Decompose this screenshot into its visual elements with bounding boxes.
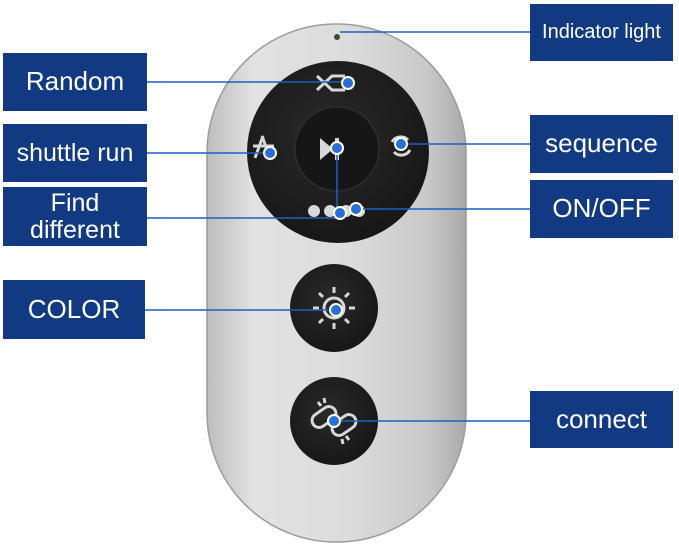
sequence-icon [390, 135, 412, 157]
label-color-text: COLOR [27, 293, 121, 324]
label-connect: connect [530, 391, 673, 448]
label-find-different-line1: Find [50, 189, 100, 218]
label-random: Random [3, 53, 147, 111]
label-shuttle-run-text: shuttle run [16, 138, 134, 167]
label-sequence-text: sequence [545, 128, 658, 159]
label-on-off: ON/OFF [530, 180, 673, 238]
label-indicator-light-text: Indicator light [542, 21, 661, 43]
callout-lines [145, 31, 530, 422]
label-sequence: sequence [530, 115, 673, 173]
label-indicator-light: Indicator light [530, 4, 673, 61]
label-shuttle-run: shuttle run [3, 124, 147, 182]
indicator-light [334, 34, 340, 40]
label-on-off-text: ON/OFF [552, 193, 651, 224]
label-connect-text: connect [555, 403, 648, 434]
label-color: COLOR [3, 280, 145, 339]
sun-gear-icon [313, 287, 355, 329]
label-find-different-line2: different [30, 215, 120, 244]
label-random-text: Random [25, 66, 125, 97]
label-find-different: Find different [3, 187, 147, 246]
callout-dots [263, 76, 408, 428]
shuffle-icon [315, 74, 345, 92]
